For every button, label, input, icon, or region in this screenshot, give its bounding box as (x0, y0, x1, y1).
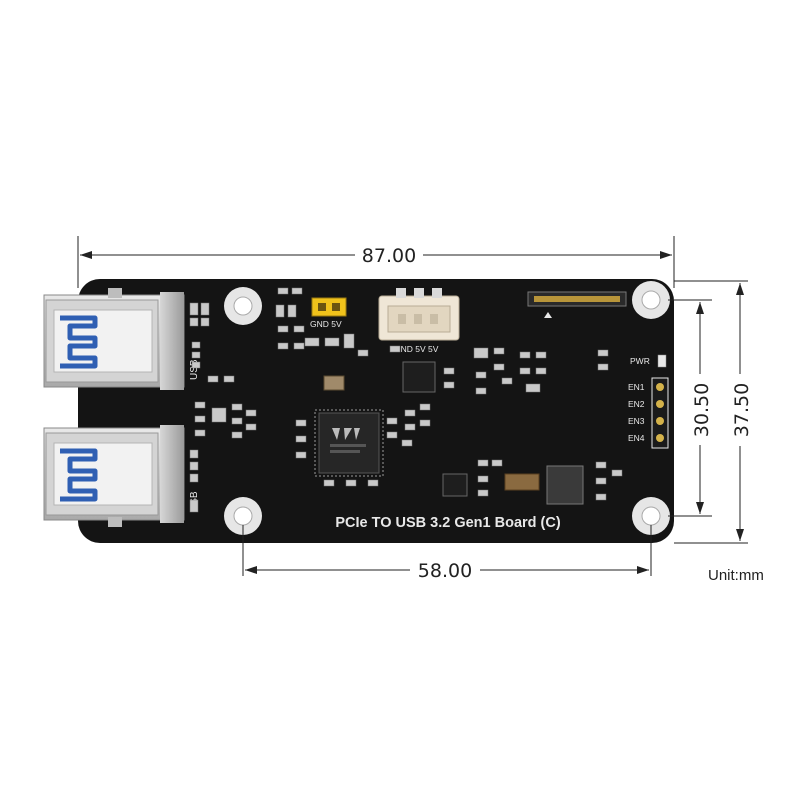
dimension-hole-spacing-horizontal-label: 58.00 (418, 560, 472, 582)
dimension-width-overall-label: 87.00 (362, 245, 416, 267)
dimension-width-overall (77, 236, 675, 288)
power-connector (378, 288, 460, 341)
power-jumper (311, 297, 347, 317)
board-title: PCIe TO USB 3.2 Gen1 Board (C) (335, 515, 561, 531)
mounting-hole-top-left (224, 287, 262, 325)
usb-port-bottom (43, 425, 185, 527)
inductor (546, 465, 584, 505)
en1-label: EN1 (628, 382, 645, 392)
jumper-label: GND 5V (310, 319, 342, 329)
smd-components (189, 287, 623, 513)
usb-port-top (43, 288, 185, 390)
mounting-hole-bottom-left (224, 497, 262, 535)
dimension-height-overall-label: 37.50 (731, 383, 753, 437)
resistor-pack (504, 473, 540, 491)
dimension-hole-spacing-vertical (668, 299, 712, 517)
en2-label: EN2 (628, 399, 645, 409)
usb-controller-chip (314, 409, 384, 477)
en3-label: EN3 (628, 416, 645, 426)
dimension-hole-spacing-vertical-label: 30.50 (691, 383, 713, 437)
pwr-label: PWR (630, 356, 650, 366)
connector-label: GND 5V 5V (394, 344, 439, 354)
power-ic (442, 473, 468, 497)
pcie-ffc-connector (527, 291, 627, 318)
crystal (323, 375, 345, 391)
usb-label-top: USB (189, 359, 200, 380)
pwr-led (657, 354, 667, 368)
en-header (651, 377, 669, 449)
unit-label: Unit:mm (708, 567, 764, 584)
dimension-height-overall (674, 280, 748, 544)
dimension-hole-spacing-horizontal (242, 525, 652, 576)
mounting-hole-top-right (632, 281, 670, 319)
en4-label: EN4 (628, 433, 645, 443)
mounting-hole-bottom-right (632, 497, 670, 535)
regulator-chip (402, 361, 436, 393)
